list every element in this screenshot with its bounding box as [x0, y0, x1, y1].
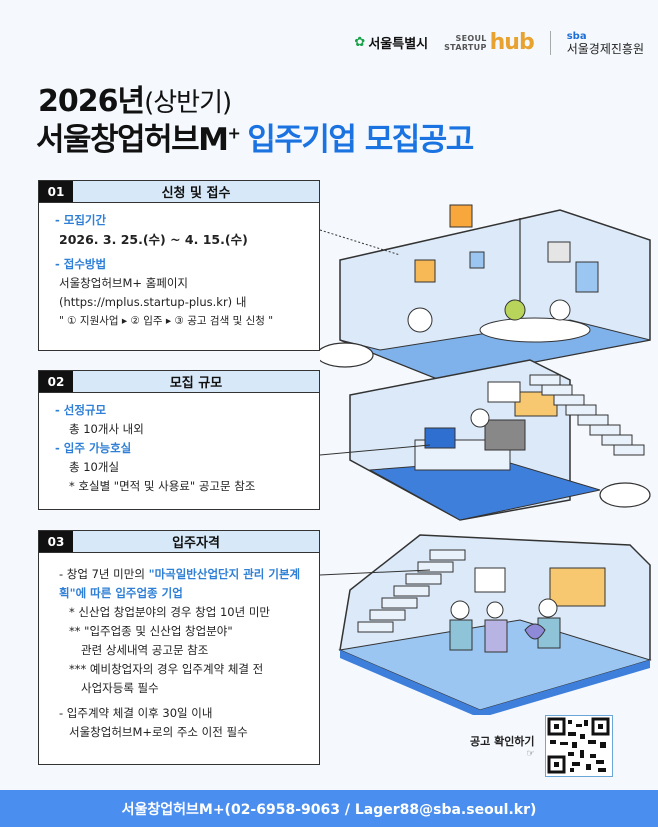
building-illustration [320, 204, 652, 715]
section-number: 01 [39, 181, 73, 202]
note-3-detail: 사업자등록 필수 [81, 681, 159, 695]
section-title: 신청 및 접수 [73, 181, 319, 202]
rooms-value: 총 10개실 [69, 460, 120, 474]
section-number: 03 [39, 531, 73, 552]
contact-footer: 서울창업허브M+(02-6958-9063 / Lager88@sba.seou… [0, 790, 658, 827]
qr-label: 공고 확인하기 [470, 735, 535, 748]
section-number: 02 [39, 371, 73, 392]
qr-section: 공고 확인하기 ☞ [470, 715, 613, 777]
note-2: ** "입주업종 및 신산업 창업분야" [69, 624, 233, 638]
requirement-2: - 입주계약 체결 이후 30일 이내 [59, 706, 213, 720]
page-title: 서울창업허브M+입주기업 모집공고 [36, 122, 474, 158]
logo-divider [549, 30, 551, 55]
section-title: 입주자격 [73, 531, 319, 552]
section-eligibility: 03 입주자격 - 창업 7년 미만의 "마곡일반산업단지 관리 기본계획"에 … [38, 530, 320, 765]
pointing-hand-icon: ☞ [526, 749, 535, 759]
seoul-city-logo: ✿ 서울특별시 [354, 35, 429, 52]
sba-logo: sba 서울경제진흥원 [566, 30, 644, 56]
scale-label: - 선정규모 [55, 403, 107, 417]
section-recruitment-scale: 02 모집 규모 - 선정규모 총 10개사 내외 - 입주 가능호실 총 10… [38, 370, 320, 510]
note-3: *** 예비창업자의 경우 입주계약 체결 전 [69, 662, 264, 676]
section-title: 모집 규모 [73, 371, 319, 392]
period-value: 2026. 3. 25.(수) ~ 4. 15.(수) [59, 232, 248, 247]
method-label: - 접수방법 [55, 257, 107, 271]
requirement-1: - 창업 7년 미만의 "마곡일반산업단지 관리 기본계획"에 따른 입주업종 … [59, 567, 301, 600]
period-label: - 모집기간 [55, 213, 107, 227]
section-application: 01 신청 및 접수 - 모집기간 2026. 3. 25.(수) ~ 4. 1… [38, 180, 320, 351]
rooms-label: - 입주 가능호실 [55, 441, 132, 455]
requirement-2-detail: 서울창업허브M+로의 주소 이전 필수 [69, 725, 248, 739]
qr-code[interactable] [544, 715, 613, 777]
title-year: 2026년(상반기) [38, 84, 232, 119]
scale-value: 총 10개사 내외 [69, 422, 144, 436]
method-url[interactable]: (https://mplus.startup-plus.kr) 내 [59, 295, 247, 309]
rooms-note: * 호실별 "면적 및 사용료" 공고문 참조 [69, 479, 256, 493]
note-1: * 신산업 창업분야의 경우 창업 10년 미만 [69, 605, 271, 619]
method-steps: " ① 지원사업 ▸ ② 입주 ▸ ③ 공고 검색 및 신청 " [59, 315, 274, 327]
seoul-symbol-icon: ✿ [354, 35, 366, 50]
note-2-detail: 관련 상세내역 공고문 참조 [81, 643, 209, 657]
method-line: 서울창업허브M+ 홈페이지 [59, 276, 189, 290]
